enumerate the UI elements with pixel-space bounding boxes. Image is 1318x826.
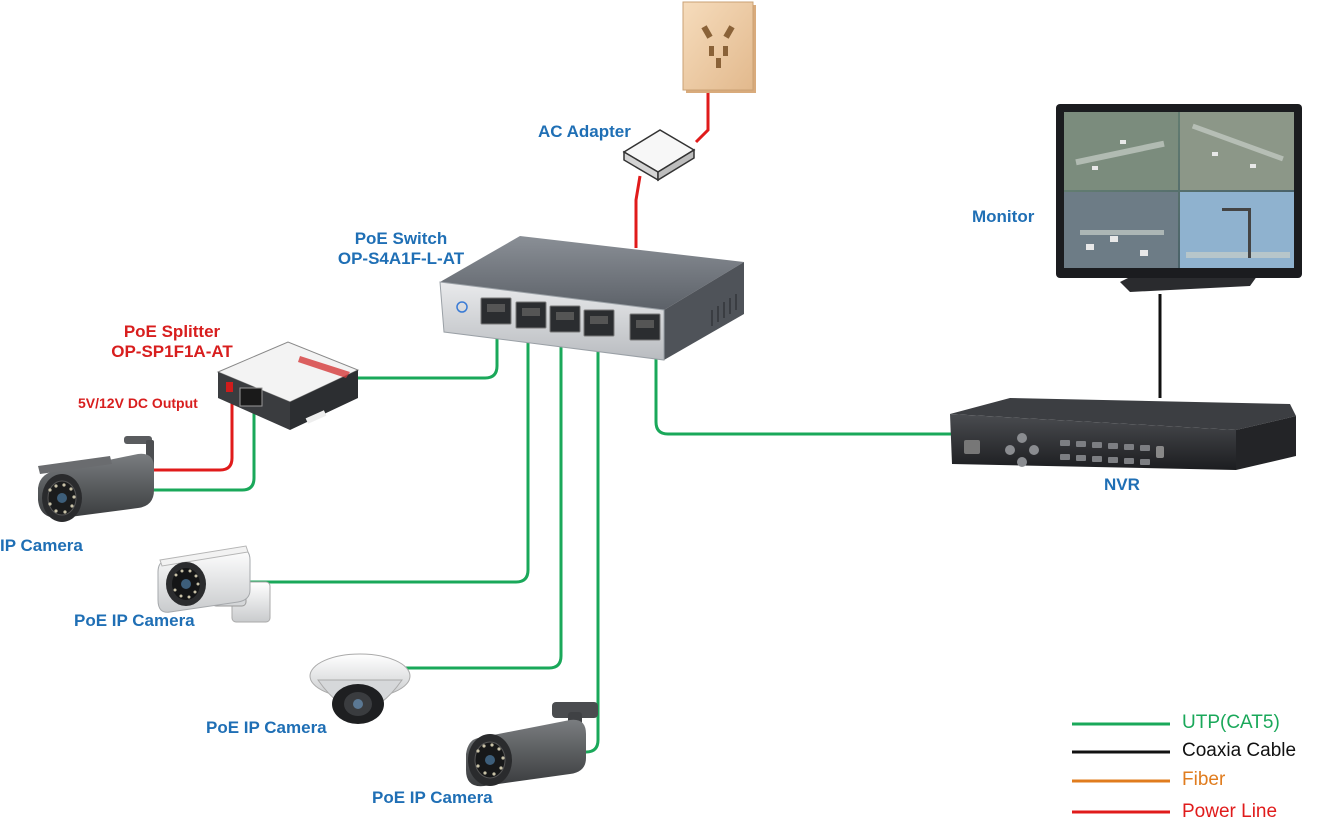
monitor-screen-quads [1064,112,1294,268]
poe-ip-camera-3-icon [466,702,598,787]
utp-switch-to-splitter [355,330,499,380]
legend-item-utp: UTP(CAT5) [1182,712,1280,733]
ip-camera-icon [38,436,154,522]
poe-splitter-label-line2: OP-SP1F1A-AT [111,342,233,361]
poe-ip-camera-2-icon [309,653,411,724]
ip-camera-label: IP Camera [0,536,83,555]
nvr-icon [950,398,1296,470]
monitor-icon [1056,104,1302,292]
utp-switch-to-camera-3 [392,330,563,670]
ac-adapter-icon [622,129,696,182]
power-line-adapter-to-switch [634,175,642,248]
poe-switch-label-line1: PoE Switch [354,229,448,248]
poe-switch-icon [439,236,744,361]
monitor-label: Monitor [972,207,1035,226]
poe-splitter-label: PoE Splitter OP-SP1F1A-AT [106,322,238,362]
poe-switch-label-line2: OP-S4A1F-L-AT [337,249,465,268]
poe-splitter-label-line1: PoE Splitter [123,322,221,341]
poe-ip-camera-2-label: PoE IP Camera [206,718,327,737]
nvr-label: NVR [1104,475,1140,494]
poe-ip-camera-1-icon [157,545,271,623]
utp-switch-to-camera-4 [574,330,600,754]
legend-item-power: Power Line [1182,801,1278,822]
poe-ip-camera-1-label: PoE IP Camera [74,611,195,630]
utp-splitter-to-camera [140,404,256,492]
poe-splitter-icon [216,341,360,430]
power-line-outlet-to-adapter [694,84,710,144]
wall-outlet-icon [682,1,756,93]
power-line-splitter-to-camera [150,392,234,472]
legend-lines [1072,722,1170,814]
legend-item-fiber: Fiber [1182,769,1226,790]
ac-adapter-label: AC Adapter [538,122,631,141]
poe-ip-camera-3-label: PoE IP Camera [372,788,493,807]
poe-switch-label: PoE Switch OP-S4A1F-L-AT [330,229,472,269]
legend-item-coax: Coaxia Cable [1182,740,1297,761]
utp-switch-to-nvr [654,338,952,436]
utp-switch-to-camera-2 [246,330,530,584]
dc-output-label: 5V/12V DC Output [78,395,198,411]
